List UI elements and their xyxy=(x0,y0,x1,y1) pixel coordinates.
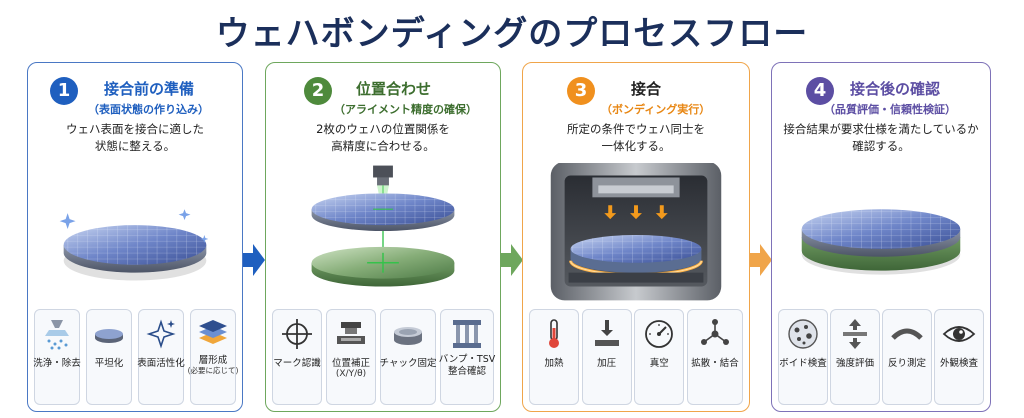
single-wafer-illustration xyxy=(28,163,242,303)
step-3-panel: 3 接合 （ボンディング実行） 所定の条件でウェハ同士を 一体化する。 加熱 加… xyxy=(522,62,750,412)
icon-card-visual: 外観検査 xyxy=(934,309,984,405)
step-1-number: 1 xyxy=(50,77,78,105)
icon-label: 加圧 xyxy=(597,358,616,369)
icon-label: チャック固定 xyxy=(380,358,437,369)
icon-label: 表面活性化 xyxy=(137,358,185,369)
molecule-icon xyxy=(697,316,733,352)
icon-card-activation: 表面活性化 xyxy=(138,309,184,405)
icon-note: (必要に応じて) xyxy=(188,366,239,375)
arrow-right-icon xyxy=(243,244,265,276)
icon-card-pressure: 加圧 xyxy=(582,309,632,405)
icon-label: 反り測定 xyxy=(888,358,926,369)
icon-label: 外観検査 xyxy=(940,358,978,369)
stage-icon xyxy=(333,316,369,352)
icon-label: 拡散・結合 xyxy=(691,358,739,369)
page-title: ウェハボンディングのプロセスフロー xyxy=(0,6,1024,55)
step-4-panel: 4 接合後の確認 （品質評価・信頼性検証） 接合結果が要求仕様を満たしているか … xyxy=(771,62,991,412)
icon-card-strength: 強度評価 xyxy=(830,309,880,405)
chuck-icon xyxy=(390,316,426,352)
arrow-right-icon xyxy=(750,244,772,276)
step-1-title: 接合前の準備 xyxy=(104,78,194,99)
step-1-panel: 1 接合前の準備 （表面状態の作り込み） ウェハ表面を接合に適した 状態に整える… xyxy=(27,62,243,412)
step-2-subtitle: （アライメント精度の確保） xyxy=(334,101,477,117)
icon-card-chuck: チャック固定 xyxy=(380,309,436,405)
step-3-description: 所定の条件でウェハ同士を 一体化する。 xyxy=(523,121,749,155)
icon-label: 真空 xyxy=(650,358,669,369)
layers-icon xyxy=(195,316,231,352)
icon-card-vacuum: 真空 xyxy=(634,309,684,405)
icon-label: 層形成 xyxy=(199,355,228,366)
icon-label: マーク認識 xyxy=(273,358,321,369)
flat-disc-icon xyxy=(91,316,127,352)
icon-label: 平坦化 xyxy=(95,358,124,369)
icon-card-cleaning: 洗浄・除去 xyxy=(34,309,80,405)
icon-label: バンプ・TSV xyxy=(439,354,496,365)
sparkle-icon xyxy=(143,316,179,352)
step-4-description: 接合結果が要求仕様を満たしているか 確認する。 xyxy=(772,121,990,155)
bonded-wafer-illustration xyxy=(772,163,990,303)
step-2-description: 2枚のウェハの位置関係を 高精度に合わせる。 xyxy=(266,121,500,155)
icon-label: 加熱 xyxy=(544,358,563,369)
step-2-number: 2 xyxy=(304,77,332,105)
warp-icon xyxy=(889,316,925,352)
strength-icon xyxy=(837,316,873,352)
step-3-title: 接合 xyxy=(631,78,661,99)
arrow-right-icon xyxy=(501,244,523,276)
step-4-title: 接合後の確認 xyxy=(850,78,940,99)
icon-card-correction: 位置補正 (X/Y/θ) xyxy=(326,309,376,405)
thermometer-icon xyxy=(536,316,572,352)
bonding-chamber-illustration xyxy=(523,163,749,303)
icon-card-mark: マーク認識 xyxy=(272,309,322,405)
icon-label: ボイド検査 xyxy=(779,358,827,369)
step-2-title: 位置合わせ xyxy=(356,78,431,99)
icon-label: 洗浄・除去 xyxy=(33,358,81,369)
icon-card-warp: 反り測定 xyxy=(882,309,932,405)
icon-card-diffusion: 拡散・結合 xyxy=(687,309,743,405)
step-2-panel: 2 位置合わせ （アライメント精度の確保） 2枚のウェハの位置関係を 高精度に合… xyxy=(265,62,501,412)
crosshair-icon xyxy=(279,316,315,352)
icon-label-line2: 整合確認 xyxy=(448,366,486,377)
icon-label: 強度評価 xyxy=(836,358,874,369)
void-inspection-icon xyxy=(785,316,821,352)
icon-card-bump: バンプ・TSV 整合確認 xyxy=(440,309,494,405)
alignment-illustration xyxy=(266,163,500,303)
spray-icon xyxy=(39,316,75,352)
step-3-subtitle: （ボンディング実行） xyxy=(601,101,710,117)
icon-label: 位置補正 xyxy=(332,358,370,369)
step-3-number: 3 xyxy=(567,77,595,105)
step-1-description: ウェハ表面を接合に適した 状態に整える。 xyxy=(28,121,242,155)
icon-card-void: ボイド検査 xyxy=(778,309,828,405)
icon-card-heating: 加熱 xyxy=(529,309,579,405)
press-down-icon xyxy=(589,316,625,352)
gauge-icon xyxy=(641,316,677,352)
icon-card-layer: 層形成 (必要に応じて) xyxy=(190,309,236,405)
icon-note: (X/Y/θ) xyxy=(336,369,366,380)
step-1-subtitle: （表面状態の作り込み） xyxy=(88,101,209,117)
bump-icon xyxy=(449,316,485,352)
step-4-subtitle: （品質評価・信頼性検証） xyxy=(824,101,956,117)
icon-card-planarization: 平坦化 xyxy=(86,309,132,405)
eye-icon xyxy=(941,316,977,352)
